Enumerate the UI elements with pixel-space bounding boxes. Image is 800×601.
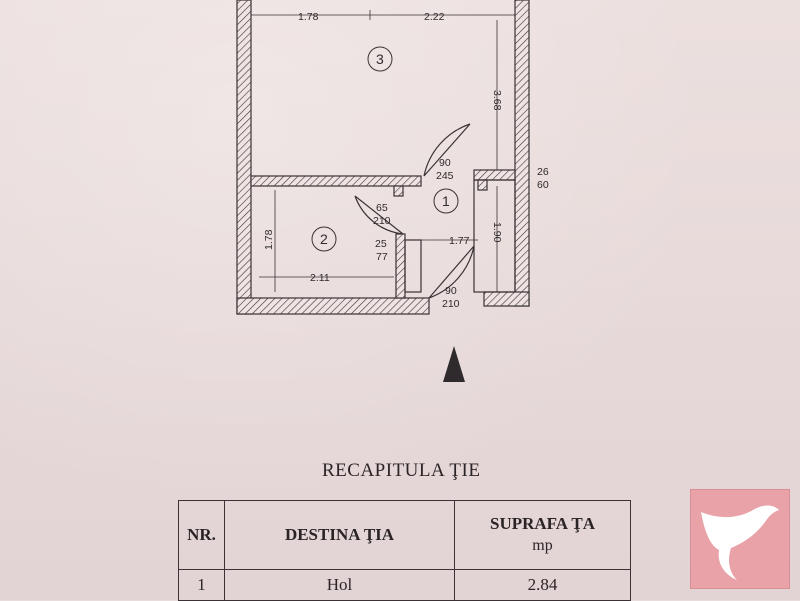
dim-niche-h: 77 [376,251,388,263]
wall-room3-bottom-right [473,169,516,181]
wall-right [514,0,530,307]
recap-title: RECAPITULA ŢIE [322,460,481,481]
door-bath-swing [354,195,404,235]
wall-left [236,0,252,315]
bird-icon [701,505,779,580]
header-destination: DESTINA ŢIA [224,500,455,570]
dim-room3-height: 3.68 [491,90,503,111]
row-area: 2.84 [454,569,631,601]
wall-room2-right [395,233,406,299]
room-2-number: 2 [320,231,328,247]
wall-bottom-right [483,291,530,307]
dim-door-main-h: 245 [436,170,454,182]
dim-side-26: 26 [537,166,549,178]
header-area-label: SUPRAFA ŢA [490,514,595,533]
dim-door-bath-h: 210 [373,215,391,227]
hall-inner-box [473,179,516,293]
dim-door-main-w: 90 [439,157,451,169]
wall-room2-right-top [393,185,404,197]
dim-door-entry-h: 210 [442,298,460,310]
recap-header-row: NR. DESTINA ŢIA SUPRAFA ŢA mp [178,500,631,570]
dim-hall-height: 1.90 [491,222,503,243]
wall-room3-bottom [250,175,422,187]
niche [404,239,422,293]
dim-door-bath-w: 65 [376,202,388,214]
dim-room2-width: 2.11 [310,272,330,284]
dim-top-left: 1.78 [298,11,319,23]
room-2-marker [311,226,337,252]
dim-side-60: 60 [537,179,549,191]
header-area-unit: mp [532,537,553,554]
room-3-number: 3 [376,51,384,67]
dim-hall-width: 1.77 [449,235,470,247]
wall-bottom-left [236,297,430,315]
dim-door-entry-w: 90 [445,285,457,297]
north-arrow-icon [443,346,465,382]
floor-plan: 1.78 2.22 3.68 26 60 90 245 65 210 1.78 … [236,0,549,382]
dim-top-right: 2.22 [424,11,445,23]
wall-hall-right [477,179,488,191]
door-main-swing [423,123,471,177]
recap-table: NR. DESTINA ŢIA SUPRAFA ŢA mp 1 Hol 2.84 [178,500,631,601]
watermark-logo [690,489,790,589]
header-nr: NR. [178,500,225,570]
room-3-marker [367,46,393,72]
door-entry-swing [428,245,475,299]
room-1-marker [433,188,459,214]
room-1-number: 1 [442,193,450,209]
dim-niche-w: 25 [375,238,387,250]
table-row: 1 Hol 2.84 [178,569,631,601]
row-nr: 1 [178,569,225,601]
row-destination: Hol [224,569,455,601]
header-area: SUPRAFA ŢA mp [454,500,631,570]
dim-room2-height: 1.78 [263,229,275,250]
